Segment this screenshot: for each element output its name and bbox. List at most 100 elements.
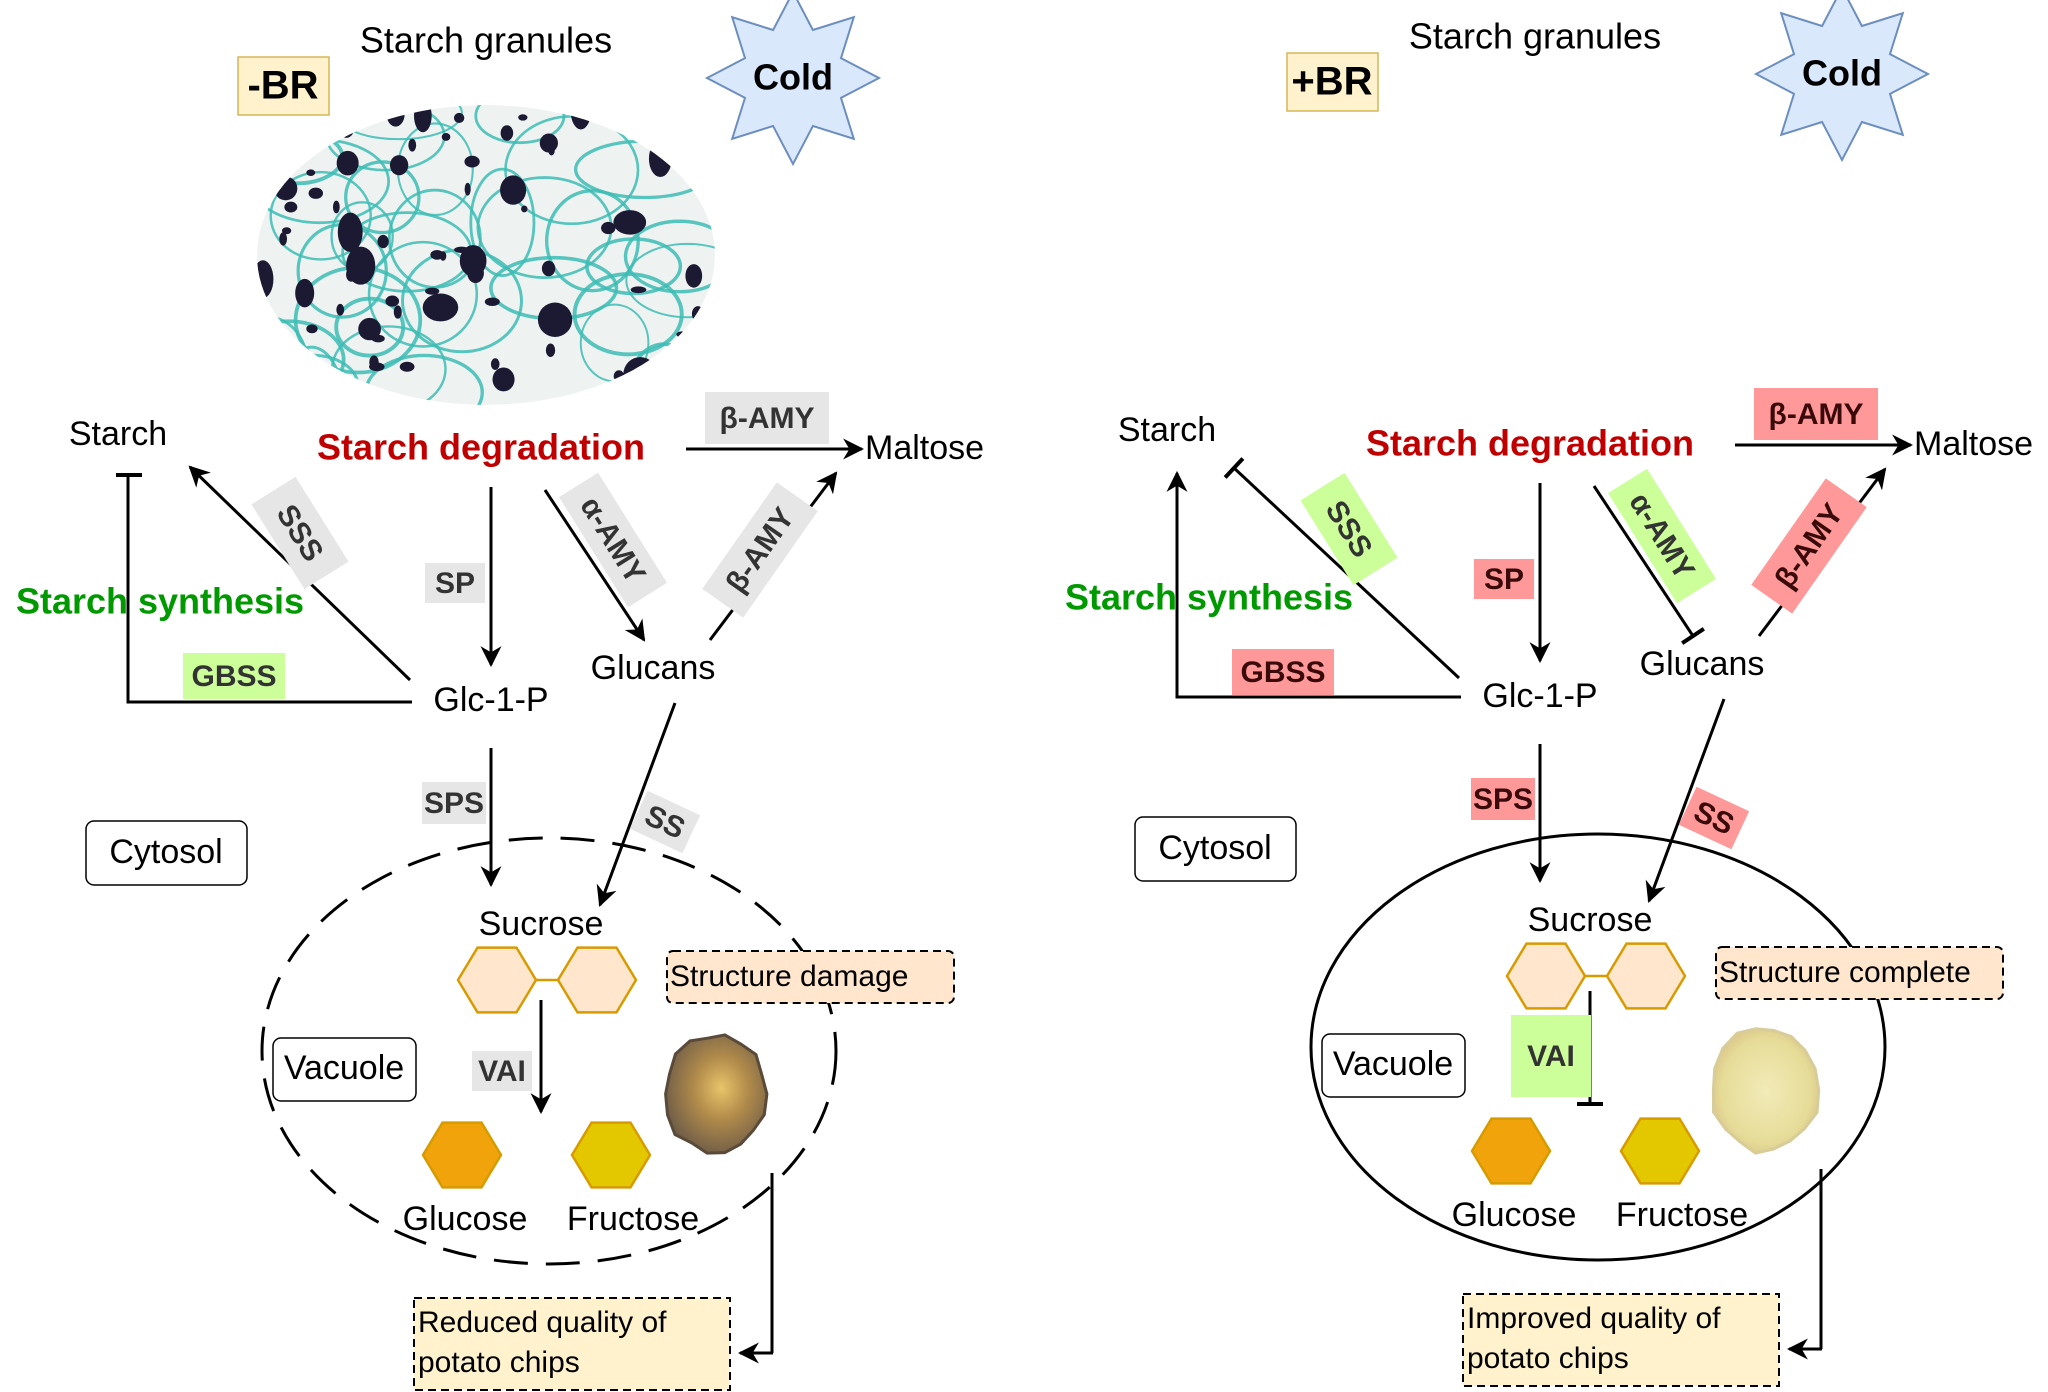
- node-cytosol: Cytosol: [1158, 829, 1271, 867]
- starch-granule: [1666, 188, 1694, 220]
- node-glc-1-p: Glc-1-P: [1482, 677, 1597, 715]
- starch-granule: [413, 105, 432, 133]
- cell-wall: [1357, 299, 1450, 369]
- starch-granule: [1374, 375, 1408, 412]
- starch-granule: [1690, 369, 1726, 390]
- starch-granules-micrograph: [257, 105, 715, 405]
- starch-granule: [1345, 142, 1378, 164]
- glucose-hexagon: [421, 1121, 503, 1189]
- starch-granule: [1540, 211, 1546, 225]
- starch-granule: [1656, 181, 1670, 188]
- cell-wall: [1672, 217, 1810, 293]
- starch-granule: [1525, 259, 1532, 272]
- starch-granule: [385, 295, 400, 307]
- starch-granule: [1630, 265, 1644, 271]
- starch-granule: [1649, 177, 1659, 191]
- starch-granule: [1574, 132, 1580, 148]
- cell-wall: [1373, 266, 1450, 327]
- starch-granule: [1540, 146, 1546, 153]
- enzyme-vai: VAI: [1511, 1015, 1591, 1097]
- starch-granule: [1703, 216, 1716, 228]
- starch-granule: [1530, 373, 1551, 411]
- starch-granule: [338, 115, 355, 138]
- starch-granule: [1302, 161, 1316, 171]
- node-glucose: Glucose: [403, 1200, 528, 1238]
- enzyme-vai-background: [1511, 1015, 1591, 1097]
- starch-granule: [1455, 318, 1468, 327]
- enzyme-sp-label: SP: [435, 567, 475, 600]
- starch-granule: [1391, 274, 1414, 292]
- enzyme-sp-background: [425, 563, 485, 603]
- starch-granule: [613, 210, 647, 235]
- quality-box: [1462, 1293, 1780, 1387]
- cell-wall: [1521, 154, 1628, 240]
- starch-granule: [332, 200, 340, 214]
- starch-granule: [1558, 220, 1587, 244]
- cell-wall: [545, 189, 640, 293]
- starch-granule: [1333, 168, 1345, 179]
- starch-granule: [1549, 326, 1567, 361]
- starch-granule: [1358, 218, 1380, 246]
- starch-granule: [1619, 188, 1638, 222]
- starch-granule: [648, 140, 672, 178]
- starch-granule: [1460, 145, 1474, 155]
- starch-granule: [500, 125, 514, 141]
- enzyme-vai: VAI: [472, 1051, 532, 1091]
- cell-wall: [1685, 343, 1747, 420]
- starch-granule: [1573, 379, 1582, 386]
- starch-granule: [1348, 350, 1360, 365]
- starch-granule: [1519, 199, 1525, 214]
- cell-wall: [1427, 325, 1553, 379]
- starch-granule: [306, 324, 318, 334]
- enzyme-beta-amy-top-label: β-AMY: [720, 402, 815, 435]
- treatment-label: +BR: [1291, 60, 1372, 104]
- cell-wall: [1296, 167, 1390, 242]
- starch-granule: [619, 394, 629, 404]
- starch-granule: [1300, 150, 1324, 173]
- fructose-hexagon: [1619, 1117, 1701, 1185]
- starch-granule: [1444, 139, 1466, 158]
- starch-granule: [1717, 396, 1732, 405]
- starch-granule: [372, 388, 384, 405]
- starch-granule: [1707, 131, 1721, 144]
- starch-granule: [570, 105, 592, 130]
- starch-granule: [1649, 310, 1663, 320]
- starch-granule: [1305, 350, 1336, 368]
- cold-label: Cold: [753, 57, 833, 98]
- starch-granule: [1310, 306, 1318, 322]
- starch-granule: [1323, 333, 1338, 348]
- enzyme-alpha-amy: α-AMY: [1608, 468, 1716, 604]
- starch-granule: [1513, 149, 1535, 181]
- node-sucrose: Sucrose: [1528, 901, 1653, 939]
- sucrose-hexagon-right: [1605, 942, 1687, 1010]
- cytosol-box: [1134, 816, 1297, 882]
- starch-granule: [1545, 387, 1560, 402]
- sucrose-hexagon-left: [1505, 942, 1587, 1010]
- starch-granule: [1759, 197, 1765, 210]
- starch-granule: [1475, 149, 1490, 161]
- starch-granule: [295, 278, 315, 308]
- starch-granule: [1509, 390, 1515, 405]
- starch-granule: [1614, 156, 1646, 196]
- starch-granule: [1702, 223, 1710, 233]
- starch-granule: [257, 194, 266, 207]
- cell-wall: [1257, 173, 1386, 248]
- cell-wall: [1365, 76, 1470, 160]
- cell-wall: [367, 240, 479, 348]
- enzyme-sss: SSS: [251, 476, 349, 590]
- potato-chip-image-shape: [664, 1033, 769, 1155]
- potato-chip-image-shape: [1711, 1027, 1821, 1155]
- node-starch-degradation: Starch degradation: [317, 427, 645, 468]
- starch-granule: [1706, 200, 1731, 237]
- starch-granule: [346, 267, 357, 282]
- starch-granule: [362, 326, 377, 340]
- starch-granule: [1307, 194, 1313, 208]
- starch-granule: [1699, 390, 1720, 408]
- cell-wall: [269, 170, 372, 261]
- starch-granule: [1657, 331, 1666, 339]
- enzyme-gbss-label: GBSS: [1240, 656, 1325, 689]
- starch-granule: [454, 246, 470, 253]
- starch-granule: [1586, 257, 1598, 267]
